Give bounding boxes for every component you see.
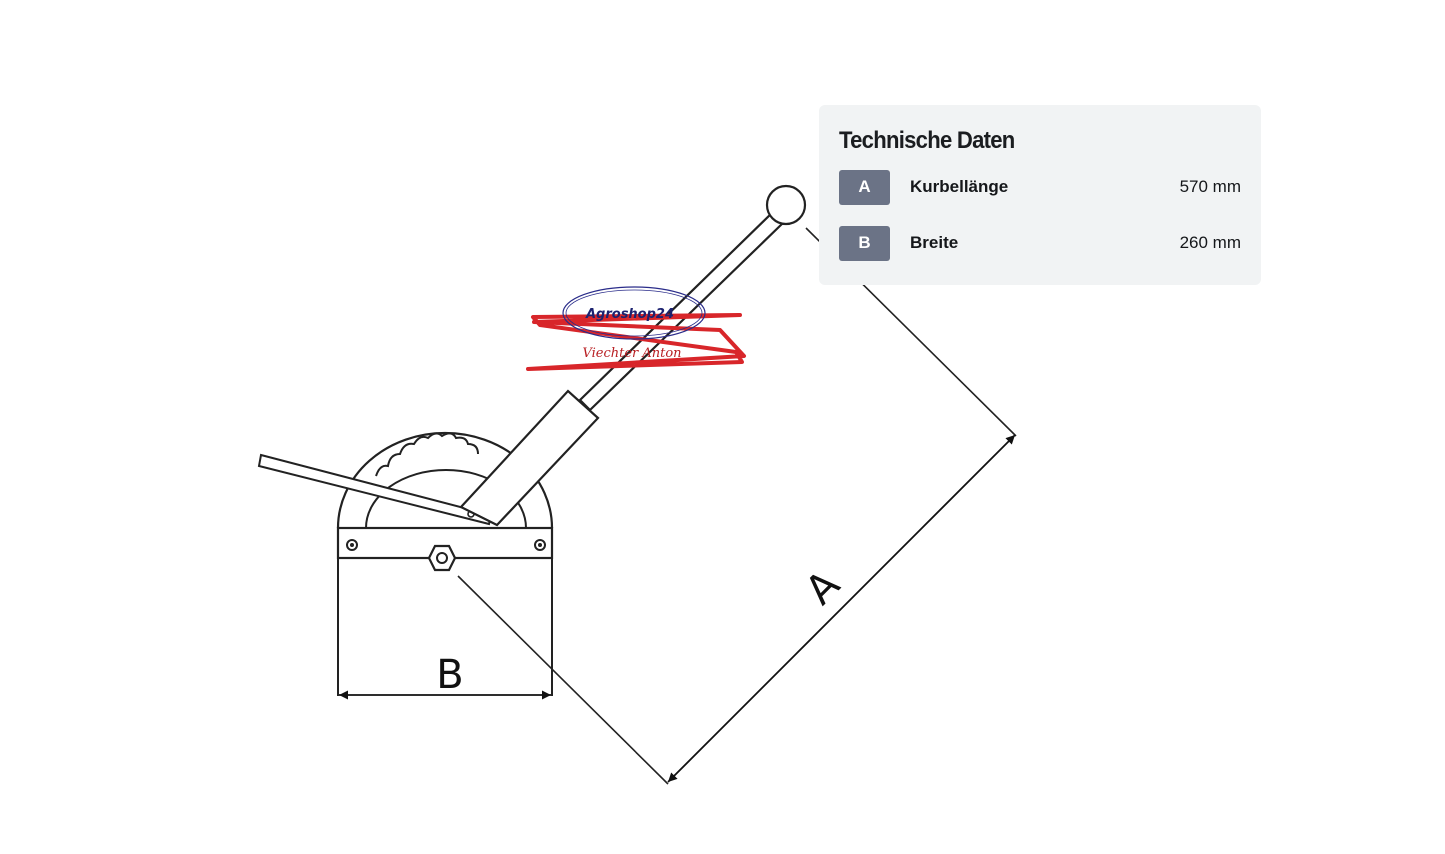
- pawl-lever: [257, 453, 493, 526]
- spec-row-b: B Breite 260 mm: [839, 215, 1241, 271]
- watermark-brand: Agroshop24: [585, 307, 674, 322]
- spec-key-badge: B: [839, 225, 890, 261]
- dimension-a-label: A: [797, 561, 849, 613]
- dimension-b-label: B: [436, 652, 463, 698]
- spec-value: 260 mm: [1179, 233, 1241, 252]
- spec-value: 570 mm: [1179, 177, 1241, 196]
- dimension-a-extension-low: [457, 575, 669, 785]
- technical-data-panel: Technische Daten A Kurbellänge 570 mm B …: [819, 105, 1261, 285]
- panel-title: Technische Daten: [839, 127, 1015, 154]
- dimension-a-line: [667, 434, 1016, 783]
- spec-key-badge: A: [839, 169, 890, 205]
- ratchet-gear: [375, 432, 479, 477]
- crank-sleeve: [459, 389, 600, 527]
- spec-name: Kurbellänge: [910, 177, 1009, 196]
- crank-handle-knob: [765, 184, 807, 226]
- spec-name: Breite: [910, 233, 959, 252]
- watermark-logo: Agroshop24 Viechter Anton: [526, 286, 746, 371]
- watermark-signature: Viechter Anton: [582, 346, 681, 361]
- spec-row-a: A Kurbellänge 570 mm: [839, 159, 1241, 215]
